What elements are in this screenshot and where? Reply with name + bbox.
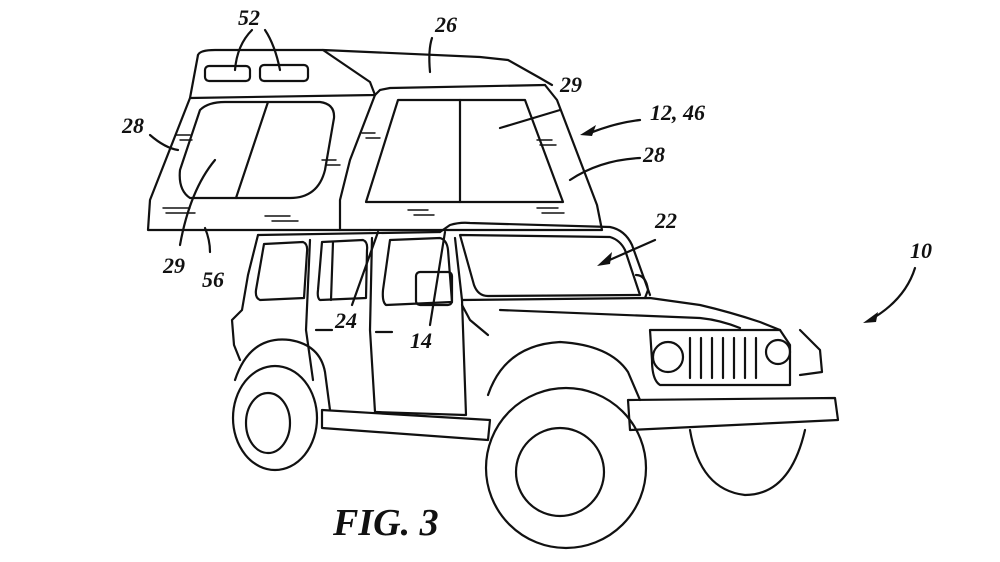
shading-marks bbox=[162, 132, 565, 222]
label-56: 56 bbox=[202, 267, 224, 292]
label-26: 26 bbox=[434, 12, 457, 37]
front-wheel-right bbox=[688, 428, 807, 497]
label-24: 24 bbox=[334, 308, 357, 333]
label-28-left: 28 bbox=[121, 113, 144, 138]
label-29-top: 29 bbox=[559, 72, 582, 97]
vehicle bbox=[230, 221, 840, 550]
front-wheel bbox=[484, 386, 648, 550]
figure-caption: FIG. 3 bbox=[332, 502, 439, 544]
windshield-frame bbox=[438, 221, 652, 297]
vehicle-cabin bbox=[230, 233, 260, 362]
headlight-right bbox=[764, 338, 792, 366]
rooftop-tent bbox=[146, 48, 604, 232]
rear-quarter-window bbox=[254, 240, 309, 302]
label-12-46: 12, 46 bbox=[650, 100, 705, 125]
tent-left-shell bbox=[146, 53, 372, 232]
label-10: 10 bbox=[910, 238, 932, 263]
tent-window-left bbox=[178, 100, 336, 200]
headlight-left bbox=[651, 340, 685, 374]
rear-door-window bbox=[316, 238, 369, 302]
arrowheads bbox=[580, 125, 878, 323]
grille bbox=[648, 328, 792, 387]
vent-window-left bbox=[203, 64, 252, 83]
hood bbox=[460, 296, 782, 332]
grille-slots bbox=[688, 336, 758, 380]
label-52: 52 bbox=[238, 5, 260, 30]
label-29-left: 29 bbox=[162, 253, 185, 278]
rear-fender bbox=[233, 338, 332, 412]
tent-roof bbox=[196, 48, 554, 87]
front-bumper bbox=[626, 396, 840, 432]
leader-lines bbox=[148, 28, 917, 327]
windshield bbox=[458, 233, 642, 298]
rear-wheel bbox=[231, 364, 319, 472]
vent-window-right bbox=[258, 63, 310, 83]
tent-window-front bbox=[364, 98, 565, 204]
label-28-right: 28 bbox=[642, 142, 665, 167]
tent-front-shell bbox=[368, 83, 604, 232]
front-fender bbox=[486, 340, 642, 402]
label-14: 14 bbox=[410, 328, 432, 353]
label-22: 22 bbox=[654, 208, 677, 233]
